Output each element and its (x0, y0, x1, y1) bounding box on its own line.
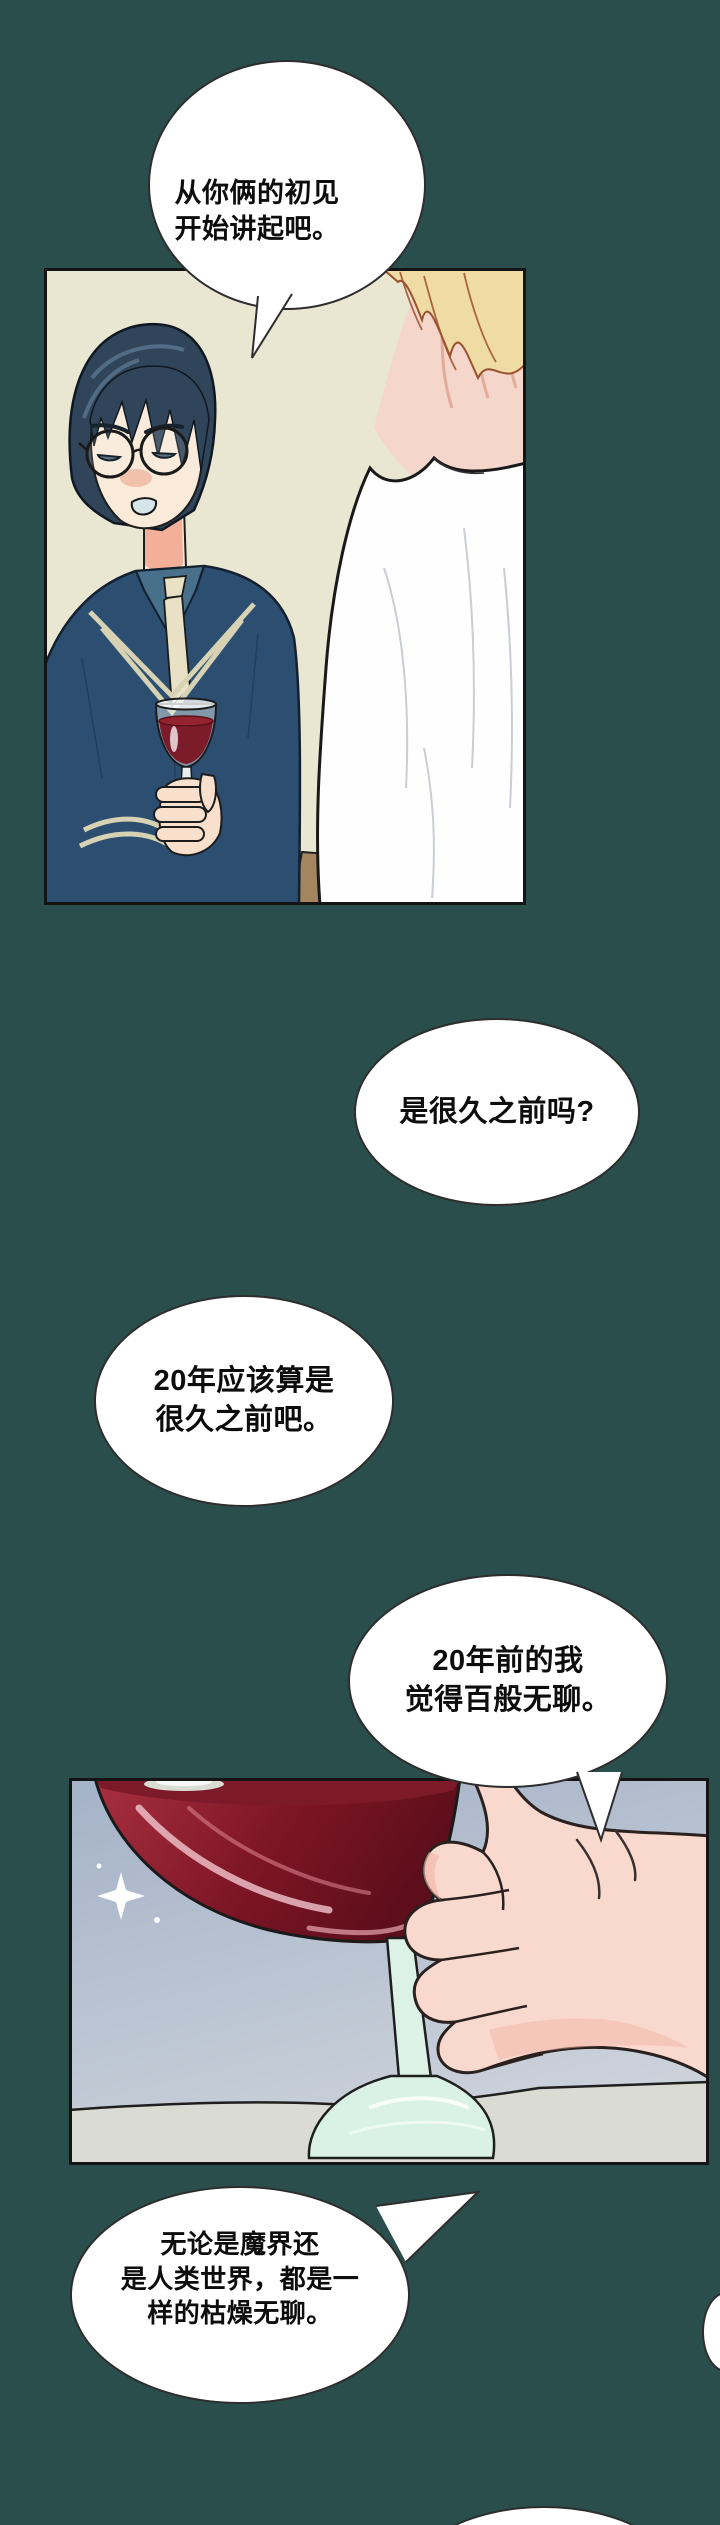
hand-holding-glass (403, 1778, 709, 2080)
hand-left-character (153, 772, 223, 857)
blond-man (316, 268, 526, 905)
panel-wine-glass-closeup (69, 1778, 709, 2165)
speech-text-1: 从你俩的初见 开始讲起吧。 (174, 177, 340, 244)
speech-bubble-3: 20年应该算是 很久之前吧。 (94, 1295, 394, 1507)
speech-text-3: 20年应该算是 很久之前吧。 (153, 1365, 335, 1436)
speech-bubble-1: 从你俩的初见 开始讲起吧。 (148, 60, 426, 310)
glass-foot (307, 2074, 496, 2160)
speech-text-2: 是很久之前吗? (399, 1095, 595, 1128)
speech-bubble-4: 20年前的我 觉得百般无聊。 (348, 1574, 668, 1788)
partial-speech-bubble-right (702, 2292, 720, 2372)
panel-dinner-scene (44, 268, 526, 905)
sparkle-icon (97, 1872, 145, 1920)
glasses-man (44, 323, 302, 905)
speech-bubble-5: 无论是魔界还 是人类世界，都是一 样的枯燥无聊。 (70, 2186, 410, 2404)
wine-glass-illustration (69, 1778, 709, 2165)
partial-speech-bubble-bottom (402, 2506, 686, 2525)
speech-text-5: 无论是魔界还 是人类世界，都是一 样的枯燥无聊。 (120, 2228, 360, 2329)
speech-bubble-2: 是很久之前吗? (354, 1018, 640, 1206)
panel2-border (69, 1778, 709, 2165)
speech-text-4: 20年前的我 觉得百般无聊。 (404, 1645, 612, 1716)
dinner-scene-illustration (44, 268, 526, 905)
